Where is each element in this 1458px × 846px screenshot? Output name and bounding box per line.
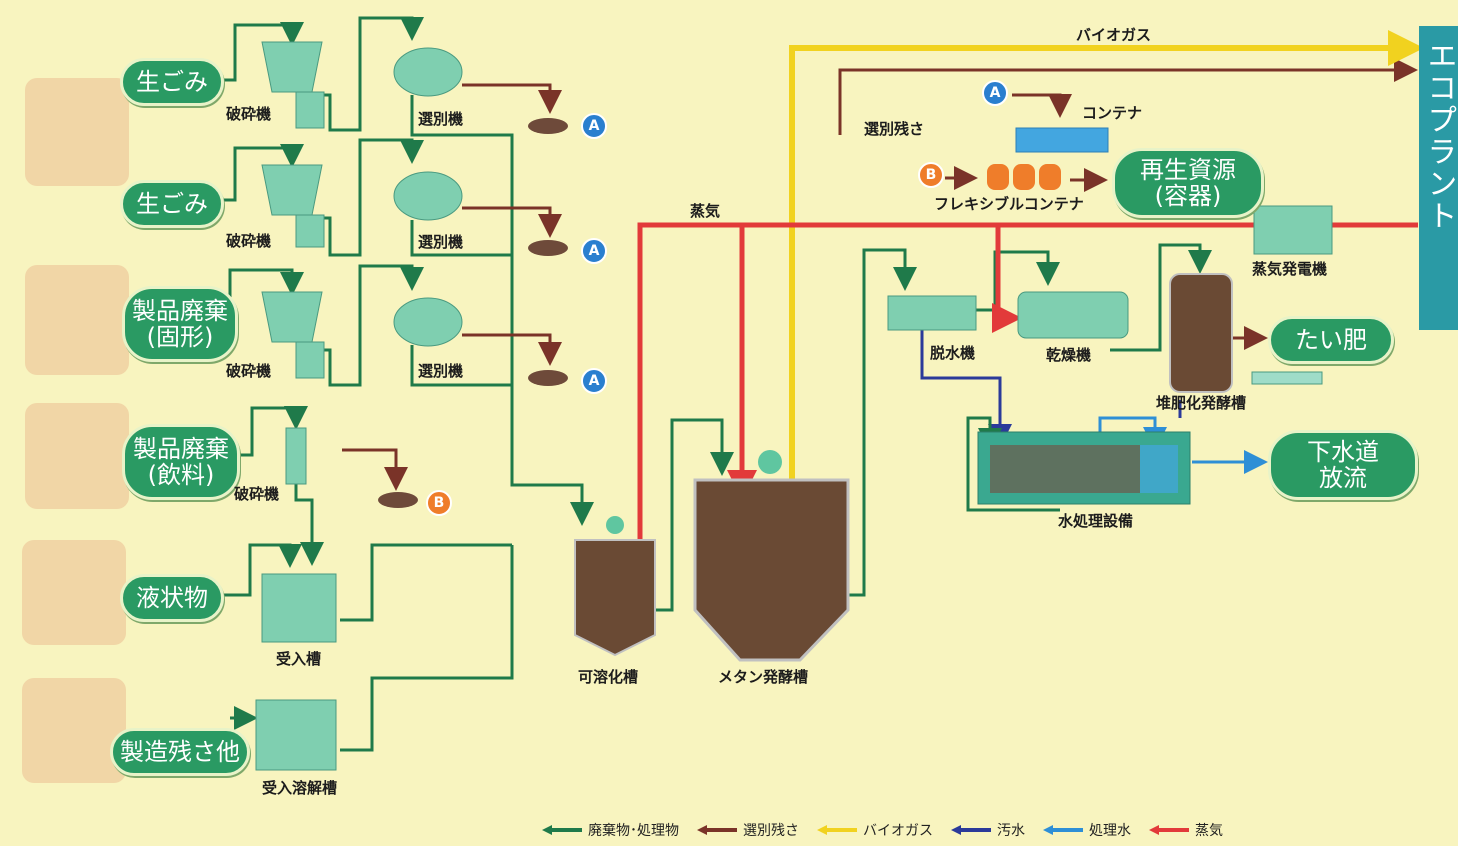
tag-a-container: A bbox=[982, 80, 1008, 106]
source-pill-food-waste-2: 生ごみ bbox=[120, 180, 224, 228]
label-dissolving-tank: 受入溶解槽 bbox=[262, 779, 338, 797]
source-image-products bbox=[25, 265, 129, 375]
legend: 廃棄物･処理物 選別残さ バイオガス 汚水 処理水 蒸気 bbox=[540, 818, 1223, 842]
legend-label: 廃棄物･処理物 bbox=[588, 823, 679, 839]
dissolving-tank bbox=[255, 699, 337, 771]
label-steam-generator: 蒸気発電機 bbox=[1252, 260, 1328, 278]
legend-arrow-icon bbox=[1149, 825, 1189, 835]
tag-a-2: A bbox=[581, 238, 607, 264]
legend-item: 廃棄物･処理物 bbox=[540, 820, 679, 840]
sorter-2 bbox=[393, 171, 463, 221]
source-image-truck bbox=[22, 540, 126, 645]
legend-label: バイオガス bbox=[863, 823, 933, 839]
source-pill-liquids: 液状物 bbox=[120, 574, 224, 622]
source-image-drinks bbox=[25, 403, 129, 509]
label-receiving-tank: 受入槽 bbox=[276, 650, 322, 668]
compost-tank bbox=[1169, 273, 1233, 393]
crusher-3 bbox=[261, 291, 323, 343]
label-dryer: 乾燥機 bbox=[1046, 346, 1092, 364]
legend-arrow-icon bbox=[817, 825, 857, 835]
legend-item: バイオガス bbox=[815, 820, 933, 840]
eco-plant-label: エコプラント bbox=[1419, 26, 1458, 330]
output-pill-recycled-resource: 再生資源 (容器) bbox=[1112, 148, 1264, 218]
output-pill-sewer-discharge: 下水道 放流 bbox=[1268, 430, 1418, 500]
label-dehydrator: 脱水機 bbox=[930, 344, 976, 362]
source-image-residue bbox=[22, 678, 126, 783]
legend-arrow-icon bbox=[697, 825, 737, 835]
flow-line-1 bbox=[220, 22, 304, 82]
flex-bag-1 bbox=[987, 164, 1009, 190]
source-pill-manufacturing-residue: 製造残さ他 bbox=[110, 728, 250, 776]
label-water-treatment: 水処理設備 bbox=[1058, 512, 1134, 530]
label-flexible-container: フレキシブルコンテナ bbox=[934, 195, 1084, 213]
legend-label: 汚水 bbox=[997, 823, 1025, 839]
legend-label: 選別残さ bbox=[743, 823, 799, 839]
label-container: コンテナ bbox=[1082, 104, 1143, 122]
crusher-1 bbox=[261, 41, 323, 93]
label-crusher-2: 破砕機 bbox=[226, 232, 272, 250]
label-sorter-3: 選別機 bbox=[418, 362, 464, 380]
steam-generator bbox=[1253, 205, 1333, 255]
crusher-4 bbox=[285, 427, 307, 485]
label-steam: 蒸気 bbox=[690, 202, 721, 220]
tag-b-1: B bbox=[426, 490, 452, 516]
legend-arrow-icon bbox=[951, 825, 991, 835]
label-methane-tank: メタン発酵槽 bbox=[718, 668, 809, 686]
sorter-3 bbox=[393, 297, 463, 347]
label-biogas: バイオガス bbox=[1076, 26, 1152, 44]
tag-a-3: A bbox=[581, 368, 607, 394]
legend-arrow-icon bbox=[542, 825, 582, 835]
receiving-tank bbox=[261, 573, 337, 643]
legend-arrow-icon bbox=[1043, 825, 1083, 835]
dryer bbox=[1017, 291, 1129, 339]
tag-b-flexible: B bbox=[918, 162, 944, 188]
flex-bag-2 bbox=[1013, 164, 1035, 190]
legend-label: 処理水 bbox=[1089, 823, 1131, 839]
output-pill-compost: たい肥 bbox=[1268, 316, 1394, 364]
source-pill-food-waste-1: 生ごみ bbox=[120, 58, 224, 106]
container bbox=[1015, 127, 1109, 153]
methane-tank bbox=[693, 478, 850, 662]
solubilization-tank bbox=[574, 539, 656, 657]
label-solubilization-tank: 可溶化槽 bbox=[578, 668, 639, 686]
label-crusher-3: 破砕機 bbox=[226, 362, 272, 380]
source-pill-solid-products: 製品廃棄 (固形) bbox=[122, 286, 238, 362]
source-pill-beverage-products: 製品廃棄 (飲料) bbox=[122, 424, 240, 500]
legend-item: 汚水 bbox=[949, 820, 1025, 840]
label-crusher-4: 破砕機 bbox=[234, 485, 280, 503]
crusher-2 bbox=[261, 164, 323, 216]
legend-item: 蒸気 bbox=[1147, 820, 1223, 840]
dehydrator bbox=[887, 295, 977, 331]
source-image-food-waste-1 bbox=[25, 78, 129, 186]
tag-a-1: A bbox=[581, 113, 607, 139]
flex-bag-3 bbox=[1039, 164, 1061, 190]
label-compost-tank: 堆肥化発酵槽 bbox=[1156, 394, 1247, 412]
legend-item: 選別残さ bbox=[695, 820, 799, 840]
legend-item: 処理水 bbox=[1041, 820, 1131, 840]
sorter-1 bbox=[393, 47, 463, 97]
label-sorter-1: 選別機 bbox=[418, 110, 464, 128]
legend-label: 蒸気 bbox=[1195, 823, 1223, 839]
label-sorting-residue: 選別残さ bbox=[864, 120, 925, 138]
label-crusher-1: 破砕機 bbox=[226, 105, 272, 123]
label-sorter-2: 選別機 bbox=[418, 233, 464, 251]
